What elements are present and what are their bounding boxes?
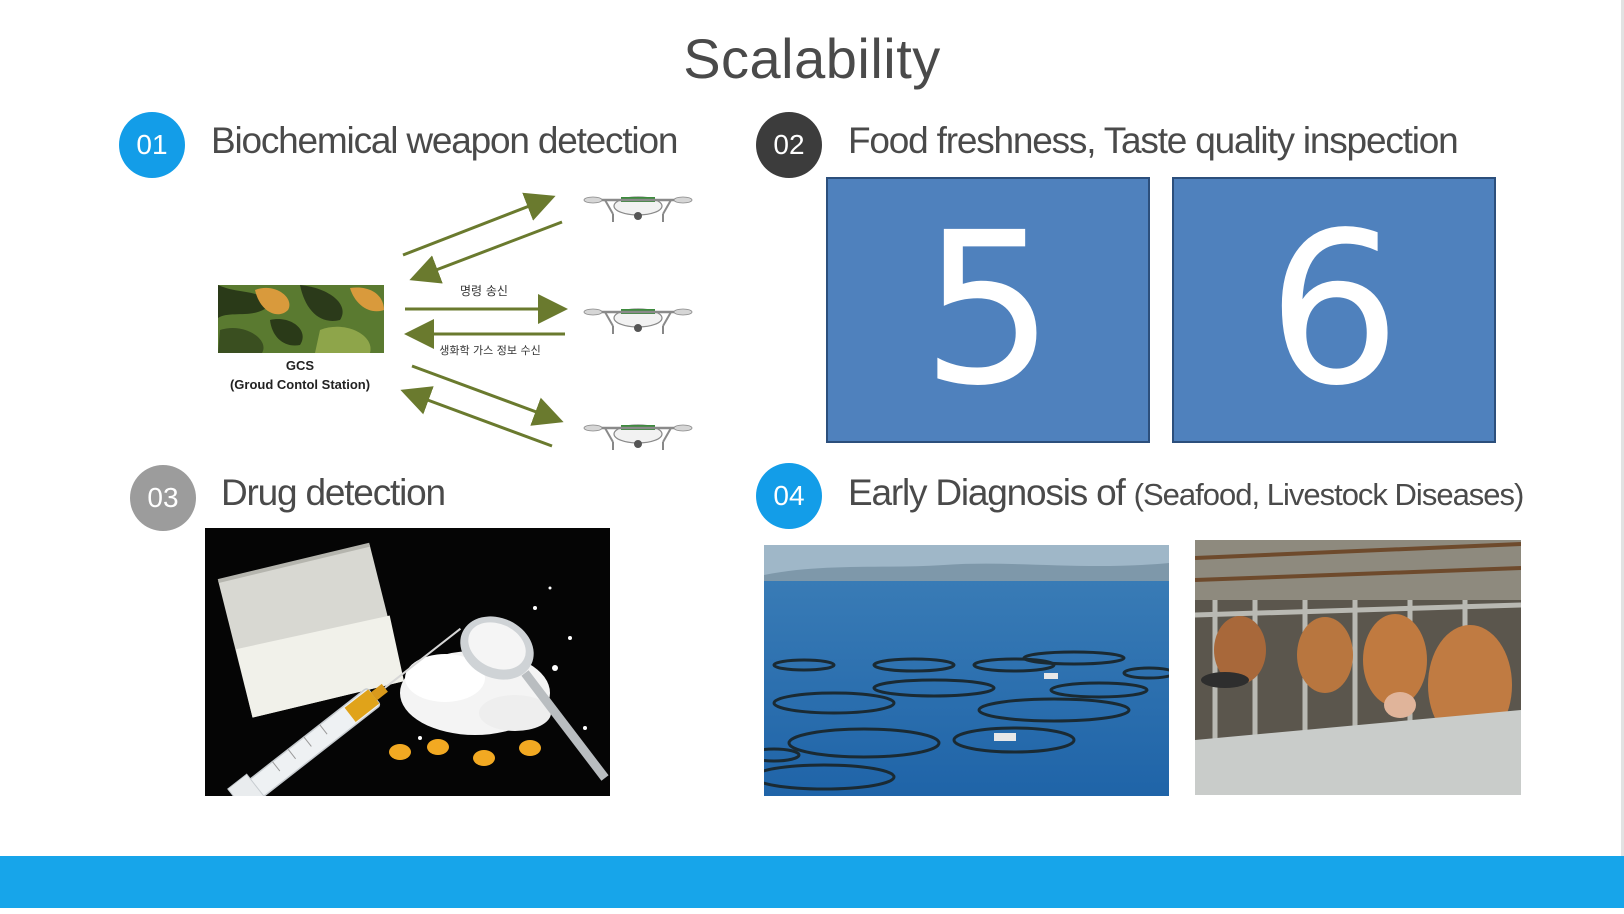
drug-photo [205, 528, 610, 796]
food-box-6: 6 [1172, 177, 1496, 443]
arrow-down-1 [411, 364, 564, 426]
biochemical-diagram: GCS (Groud Contol Station) 명령 송신 생화학 가스 … [218, 192, 694, 452]
cattle-photo [1195, 540, 1521, 795]
gcs-sublabel: (Groud Contol Station) [230, 377, 370, 392]
arrow-down-2 [400, 386, 553, 448]
heading-early-diagnosis-sub: (Seafood, Livestock Diseases) [1133, 477, 1525, 512]
drone-icon [582, 195, 694, 224]
drone-icon [582, 307, 694, 336]
command-label: 명령 송신 [460, 284, 508, 298]
badge-03: 03 [130, 465, 196, 531]
badge-04: 04 [756, 463, 822, 529]
heading-food-freshness: Food freshness, Taste quality inspection [848, 120, 1459, 161]
slide-edge [1621, 0, 1624, 914]
camouflage-icon [218, 285, 384, 353]
heading-biochemical-weapon-detection: Biochemical weapon detection [211, 120, 678, 161]
slide-title: Scalability [683, 27, 941, 90]
heading-early-diagnosis: Early Diagnosis of (Seafood, Livestock D… [848, 472, 1525, 514]
badge-01: 01 [119, 112, 185, 178]
gcs-label: GCS [286, 358, 315, 373]
food-box-5: 5 [826, 177, 1150, 443]
heading-early-diagnosis-main: Early Diagnosis of [848, 472, 1134, 513]
fish-farm-photo [764, 545, 1169, 796]
footer-bar [0, 856, 1624, 914]
arrow-up-2 [409, 220, 563, 284]
drone-icon [582, 423, 694, 452]
footer-line [0, 908, 1624, 914]
arrow-up-1 [402, 192, 556, 257]
badge-02: 02 [756, 112, 822, 178]
receive-label: 생화학 가스 정보 수신 [439, 344, 541, 357]
heading-drug-detection: Drug detection [221, 472, 446, 513]
